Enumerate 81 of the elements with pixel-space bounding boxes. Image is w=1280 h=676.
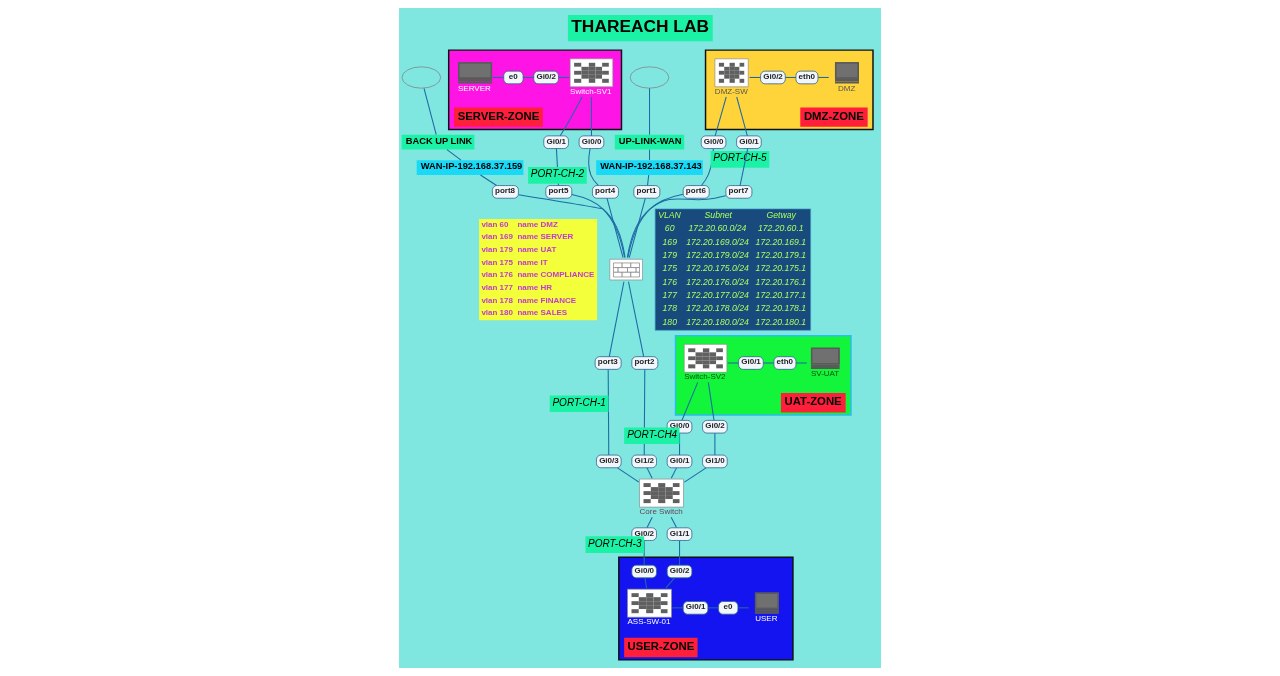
- label: 172.20.179.0/24: [686, 249, 749, 260]
- connector: [607, 368, 610, 456]
- label: 175: [662, 263, 677, 274]
- label: 172.20.175.0/24: [686, 263, 749, 274]
- connector: [671, 607, 684, 609]
- label: 169: [662, 236, 677, 247]
- node-cloud: [401, 66, 442, 89]
- connector: [648, 87, 651, 136]
- connector: [683, 467, 707, 483]
- label: 172.20.169.0/24: [686, 236, 749, 247]
- connector: [446, 149, 462, 161]
- label: 177: [662, 289, 677, 300]
- connector: [784, 76, 797, 79]
- connector: [647, 174, 650, 186]
- connector: [736, 96, 748, 137]
- label: 172.20.169.1: [755, 236, 807, 247]
- label: 178: [662, 303, 677, 314]
- label: 179: [662, 249, 677, 260]
- label: 60: [664, 223, 675, 234]
- label: 172.20.180.1: [755, 316, 807, 327]
- label: 172.20.60.1: [757, 223, 804, 234]
- connector: [646, 516, 653, 529]
- connector: [670, 467, 678, 479]
- connector: [628, 197, 646, 259]
- connector: [479, 174, 498, 187]
- connector: [627, 193, 684, 258]
- connector: [817, 76, 830, 79]
- label: 172.20.180.0/24: [686, 316, 749, 327]
- connector: [627, 281, 645, 358]
- label: 172.20.177.0/24: [686, 289, 749, 300]
- connector: [665, 577, 676, 589]
- label: Subnet: [704, 209, 732, 220]
- connector: [648, 149, 651, 161]
- label: VLAN: [658, 209, 681, 220]
- connector: [727, 362, 739, 364]
- connector: [423, 87, 437, 136]
- connector: [737, 607, 750, 609]
- node-box: UP-LINK-WAN: [614, 134, 685, 150]
- label: 172.20.60.0/24: [688, 223, 747, 234]
- node-box: WAN-IP-192.168.37.143: [596, 160, 703, 175]
- node-box: WAN-IP-192.168.37.159: [416, 160, 524, 175]
- connector: [590, 96, 592, 137]
- edge-label: PORT-CH-5: [713, 152, 767, 164]
- edge-label: PORT-CH-2: [530, 168, 585, 180]
- connector: [518, 194, 626, 258]
- connector: [626, 195, 727, 258]
- connector: [617, 467, 640, 483]
- connector: [679, 540, 681, 566]
- connector: [559, 96, 583, 137]
- connector: [522, 76, 535, 79]
- connector: [707, 607, 719, 609]
- connector: [795, 362, 808, 364]
- label: Getway: [766, 209, 796, 220]
- connector: [707, 381, 715, 421]
- connector: [739, 148, 749, 187]
- connector: [492, 76, 504, 79]
- connector: [681, 381, 699, 421]
- label: 172.20.176.1: [755, 276, 807, 287]
- label: 172.20.178.1: [755, 303, 807, 314]
- connector: [670, 516, 678, 529]
- node-cloud: [629, 66, 670, 89]
- connector: [608, 281, 625, 358]
- edge-label: PORT-CH-1: [552, 396, 606, 408]
- node-box: BACK UP LINK: [401, 134, 475, 150]
- label: 176: [662, 276, 677, 287]
- connector: [714, 96, 727, 137]
- label: 172.20.177.1: [755, 289, 807, 300]
- connector: [749, 76, 762, 79]
- label: 172.20.175.1: [755, 263, 807, 274]
- connector: [644, 577, 648, 589]
- connector: [588, 148, 599, 186]
- label: 172.20.179.1: [755, 249, 807, 260]
- connector: [714, 432, 716, 456]
- connector: [571, 193, 626, 258]
- connector: [762, 362, 775, 364]
- connector: [646, 467, 653, 479]
- connector: [606, 197, 624, 259]
- label: 180: [662, 316, 677, 327]
- label: 172.20.176.0/24: [686, 276, 749, 287]
- label: 172.20.178.0/24: [686, 303, 749, 314]
- diagram-title: THAREACH LAB: [571, 15, 709, 36]
